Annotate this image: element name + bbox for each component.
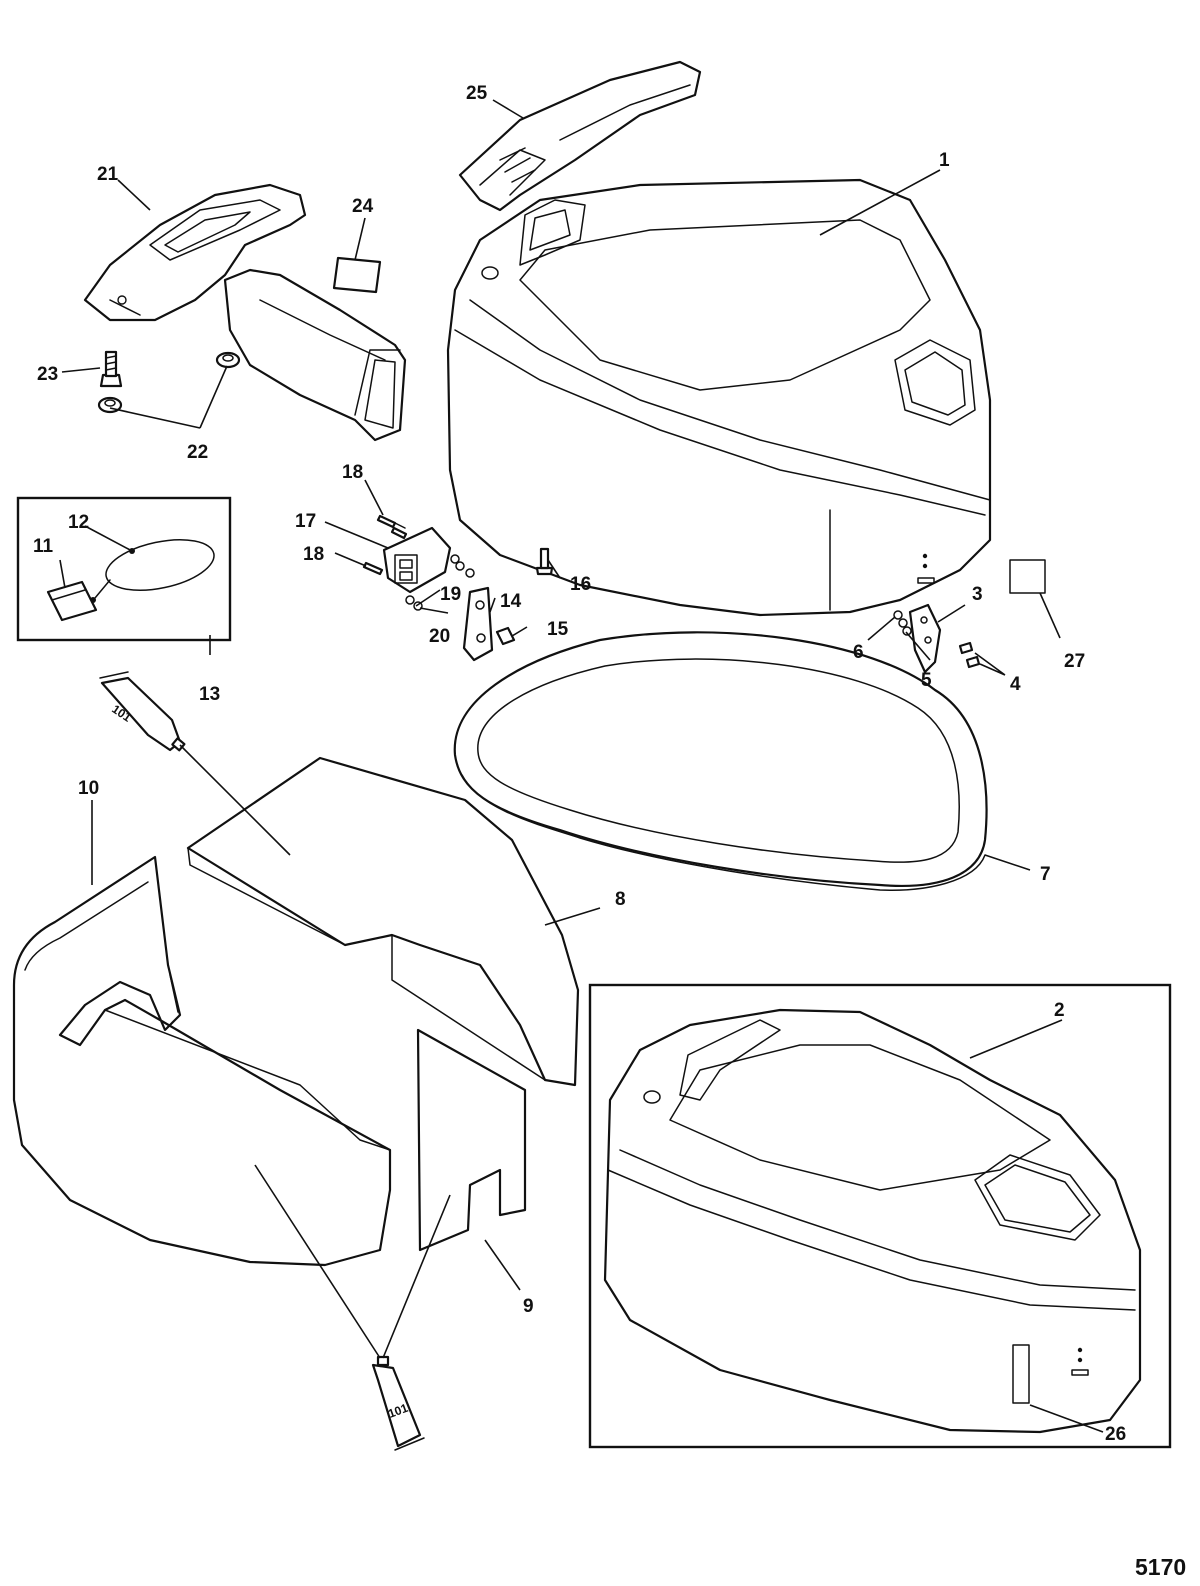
inset-alternate-cowl [588,983,1172,1449]
part-8-insulation [186,756,580,1087]
part-22-grommets [97,351,241,414]
part-16-screw [535,547,554,576]
callout-19: 19 [440,584,461,605]
part-13-lanyard-kit [16,496,232,642]
callout-12: 12 [68,512,89,533]
figure-reference-number: 5170 [1135,1554,1186,1580]
callout-1: 1 [939,150,950,171]
part-7-seal [453,631,988,891]
callout-18b: 18 [303,544,324,565]
part-3-latch-bracket [908,603,942,674]
callout-11: 11 [33,536,54,557]
part-17-switch [382,526,452,594]
callout-4: 4 [1010,674,1021,695]
part-14-bracket [462,586,494,662]
callout-22: 22 [187,442,208,463]
callout-3: 3 [972,584,983,605]
sealant-tube-lower: 101 [371,1355,425,1451]
callout-23: 23 [37,364,58,385]
callout-18a: 18 [342,462,363,483]
callout-16: 16 [570,574,591,595]
callout-8: 8 [615,889,626,910]
callout-26: 26 [1105,1424,1126,1445]
callout-24: 24 [352,196,374,217]
part-27-decal [1009,559,1046,594]
part-25-handle-trim [458,60,702,212]
part-19-20-nuts-washers [405,554,475,611]
callout-2: 2 [1054,1000,1065,1021]
callout-15: 15 [547,619,569,640]
part-9-insulation [416,1028,527,1252]
callout-27: 27 [1064,651,1085,672]
part-23-screw [99,350,123,388]
part-4-screws [958,641,981,669]
part-10-lower-cowl [12,855,392,1267]
callout-7: 7 [1040,864,1051,885]
callout-14: 14 [500,591,522,612]
part-24-decal [332,256,382,294]
callout-25: 25 [466,83,488,104]
part-15-screw [495,626,516,646]
callout-6: 6 [853,642,864,663]
part-1-top-cowl [446,178,992,617]
part-5-6-washers [893,610,912,636]
callout-17: 17 [295,511,316,532]
callout-13: 13 [199,684,220,705]
part-2-top-cowl [603,1008,1142,1434]
callout-21: 21 [97,164,119,185]
callout-10: 10 [78,778,99,799]
callout-labels: 1 2 3 4 5 6 7 8 9 10 11 12 13 14 15 16 1… [33,83,1126,1445]
leader-lines [59,99,1104,1433]
part-18-screws [362,514,408,576]
callout-5: 5 [921,670,932,691]
sealant-tube-upper: 101 [99,671,186,752]
callout-9: 9 [523,1296,534,1317]
callout-20: 20 [429,626,450,647]
part-21-air-intake-duct [83,183,407,442]
tube-label-lower: 101 [386,1401,410,1421]
